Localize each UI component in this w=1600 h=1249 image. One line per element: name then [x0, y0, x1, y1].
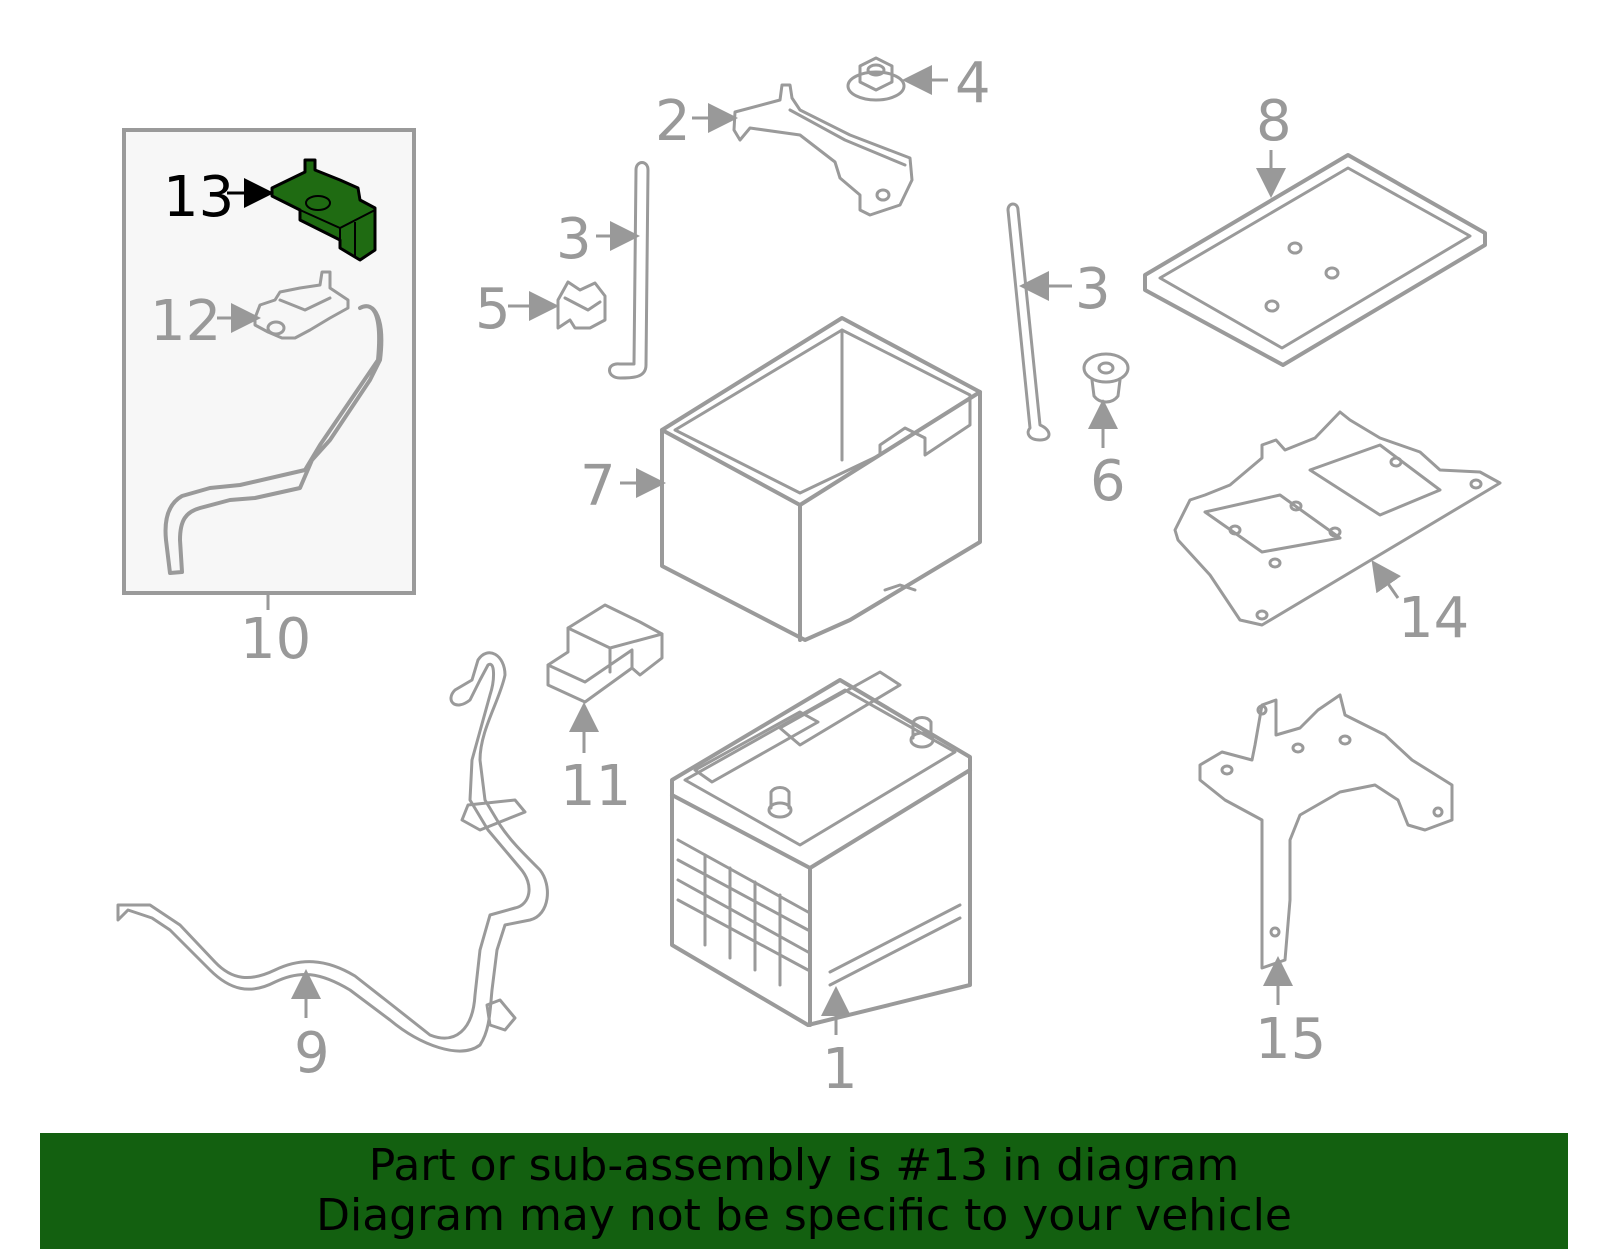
callout-3-left[interactable]: 3 [556, 207, 592, 272]
part-3-hold-down-rod-left[interactable] [608, 161, 650, 380]
part-7-battery-box[interactable] [660, 316, 982, 642]
callout-9[interactable]: 9 [294, 1021, 330, 1086]
part-5-clip[interactable] [556, 280, 607, 330]
part-6-grommet[interactable] [1082, 352, 1130, 404]
info-banner: Part or sub-assembly is #13 in diagram D… [40, 1133, 1568, 1249]
callout-leaders [217, 65, 1402, 1035]
part-15-tray-support-bracket[interactable] [1198, 693, 1454, 970]
banner-disclaimer-line: Diagram may not be specific to your vehi… [316, 1190, 1292, 1241]
callout-2[interactable]: 2 [655, 89, 691, 154]
callout-6[interactable]: 6 [1090, 449, 1126, 514]
part-9-negative-cable[interactable] [116, 651, 549, 1053]
callout-15[interactable]: 15 [1255, 1007, 1326, 1072]
callout-4[interactable]: 4 [955, 51, 991, 116]
callout-labels: 13 12 10 2 4 3 3 5 8 6 7 14 11 9 1 15 [150, 51, 1469, 1102]
part-3-hold-down-rod-right[interactable] [1006, 202, 1051, 442]
callout-8[interactable]: 8 [1256, 89, 1292, 154]
callout-1[interactable]: 1 [822, 1037, 858, 1102]
part-8-tray-plate[interactable] [1143, 153, 1487, 367]
part-13-sensor-highlighted[interactable] [270, 158, 377, 262]
part-1-battery[interactable] [670, 670, 972, 1027]
part-14-battery-tray[interactable] [1173, 410, 1502, 627]
callout-5[interactable]: 5 [475, 277, 511, 342]
callout-11[interactable]: 11 [560, 754, 631, 819]
part-12-terminal-clamp[interactable] [253, 270, 350, 340]
callout-10[interactable]: 10 [240, 607, 311, 672]
callout-12[interactable]: 12 [150, 289, 221, 354]
callout-3-right[interactable]: 3 [1075, 257, 1111, 322]
callout-7[interactable]: 7 [580, 454, 616, 519]
callout-14[interactable]: 14 [1398, 586, 1469, 651]
part-2-hold-down-bracket[interactable] [732, 83, 914, 217]
part-11-terminal-cover[interactable] [546, 603, 664, 704]
part-4-nut[interactable] [846, 56, 906, 102]
callout-13[interactable]: 13 [163, 165, 234, 230]
parts-diagram: 13 12 10 2 4 3 3 5 8 6 7 14 11 9 1 15 [116, 51, 1502, 1102]
part-10-cable[interactable] [163, 304, 384, 575]
banner-part-line: Part or sub-assembly is #13 in diagram [368, 1140, 1240, 1191]
